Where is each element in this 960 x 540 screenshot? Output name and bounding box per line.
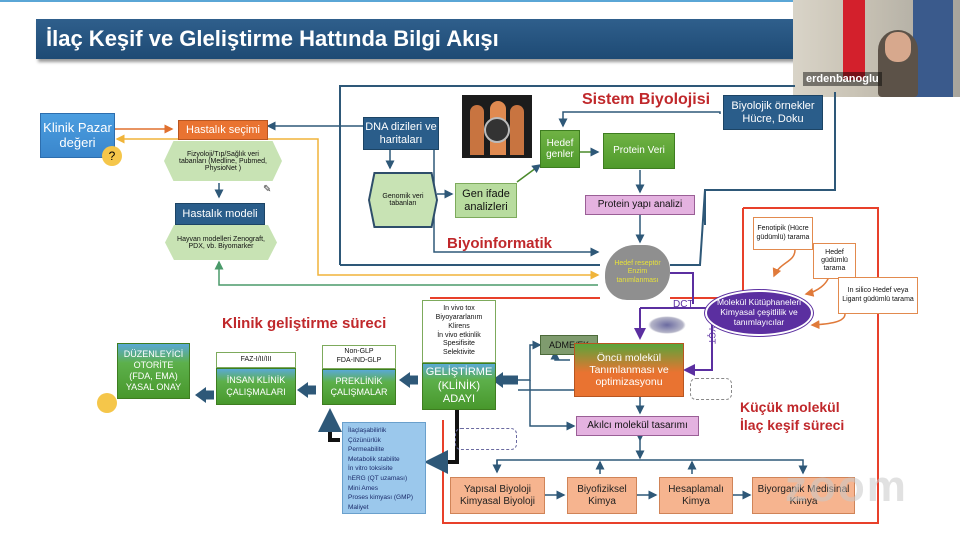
property-item: İlaçlaşabilirlik [348, 427, 387, 434]
system-biology-label: Sistem Biyolojisi [582, 91, 711, 108]
lead-molecule-node: Öncü molekül Tanımlanması ve optimizasyo… [574, 343, 684, 397]
property-item: Proses kimyası (GMP) [348, 494, 414, 502]
small-molecule-label-line2: İlaç keşif süreci [740, 417, 845, 433]
preclinical-studies-node: PREKLİNİK ÇALIŞMALAR [322, 369, 396, 405]
preclinical-criteria: Non-GLP FDA-IND-GLP [322, 345, 396, 369]
top-accent-bar [0, 0, 960, 2]
human-clinical-card: FAZ-I/II/III İNSAN KLİNİK ÇALIŞMALARI [216, 352, 296, 405]
phenotypic-screening-node: Fenotipik (Hücre güdümlü) tarama [753, 217, 813, 250]
property-item: hERG (QT uzaması) [348, 474, 408, 482]
turkish-flag-image [843, 0, 865, 80]
genomic-databases-node: Genomik veri tabanları [370, 174, 436, 226]
thinking-emoji-icon: ? [102, 146, 122, 166]
property-item: Mini Ames [348, 484, 378, 492]
participant-video[interactable]: erdenbanoglu [793, 0, 960, 97]
university-flag-image [913, 0, 953, 97]
rational-design-node: Akılcı molekül tasarımı [576, 416, 699, 436]
population-genomics-image [462, 95, 532, 158]
disease-selection-node: Hastalık seçimi [178, 120, 268, 140]
participant-name: erdenbanoglu [803, 72, 882, 86]
candidate-criteria: In vivo tox Biyoyararlanım Klirens İn vi… [422, 300, 496, 363]
property-item: Çözünürlük [348, 436, 381, 444]
zoom-watermark: zoom [785, 462, 908, 511]
regulatory-card: DÜZENLEYİCİ OTORİTE (FDA, EMA) YASAL ONA… [117, 343, 190, 399]
in-silico-screening-node: In silico Hedef veya Ligant güdümlü tara… [838, 277, 918, 314]
small-molecule-label-line1: Küçük molekül [740, 399, 840, 415]
property-item: Permeabilite [348, 446, 385, 454]
structural-biology-node: Yapısal Biyoloji Kimyasal Biyoloji [450, 477, 545, 514]
slide-title: İlaç Keşif ve Gleliştirme Hattında Bilgi… [36, 19, 796, 59]
speaker-face-image [885, 32, 911, 62]
clinical-development-label: Klinik geliştirme süreci [222, 315, 387, 332]
target-receptor-node: Hedef reseptör Enzim tanımlanması [605, 245, 670, 300]
pencil-icon[interactable]: ✎ [263, 184, 272, 195]
preclinical-card: Non-GLP FDA-IND-GLP PREKLİNİK ÇALIŞMALAR [322, 345, 396, 405]
animal-models-node: Hayvan modelleri Zenograft, PDX, vb. Biy… [165, 225, 277, 260]
biophysical-chemistry-node: Biyofiziksel Kimya [567, 477, 637, 514]
property-item: Metabolik stabilite [348, 455, 400, 463]
property-item: İn vitro toksisite [348, 465, 393, 473]
phase-label: FAZ-I/II/III [216, 352, 296, 368]
small-molecule-label: Küçük molekül İlaç keşif süreci [740, 398, 844, 434]
regulatory-approval-node: DÜZENLEYİCİ OTORİTE (FDA, EMA) YASAL ONA… [117, 343, 190, 399]
physiology-databases-node: Fizyoloji/Tıp/Sağlık veri tabanları (Med… [164, 141, 282, 181]
small-molecule-image [690, 378, 732, 400]
target-based-screening-node: Hedef güdümlü tarama [813, 243, 856, 279]
molecule-libraries-node: Molekül Kütüphaneleri Kimyasal çeşitlili… [705, 290, 813, 336]
biological-samples-node: Biyolojik örnekler Hücre, Doku [723, 95, 823, 130]
bioorganic-medicinal-chemistry-node: Biyorganik Medisinal Kimya [752, 477, 855, 514]
human-clinical-studies-node: İNSAN KLİNİK ÇALIŞMALARI [216, 368, 296, 405]
computational-chemistry-node: Hesaplamalı Kimya [659, 477, 733, 514]
disease-model-node: Hastalık modeli [175, 203, 265, 225]
dna-sequences-node: DNA dizileri ve haritaları [363, 117, 439, 150]
development-candidate-node: GELİŞTİRME (KLİNİK) ADAYI [422, 363, 496, 410]
molecule-structure-image [455, 428, 517, 450]
protein-data-node: Protein Veri [603, 133, 675, 169]
protein-structure-analysis-node: Protein yapı analizi [585, 195, 695, 215]
dct-label: DCT [673, 299, 694, 310]
properties-list: İlaçlaşabilirlik Çözünürlük Permeabilite… [342, 422, 426, 514]
yct-label: YÇT [707, 326, 717, 344]
bioinformatics-label: Biyoinformatik [447, 235, 553, 252]
target-genes-node: Hedef genler [540, 130, 580, 168]
protein-structure-image [648, 316, 686, 334]
gene-expression-node: Gen ifade analizleri [455, 183, 517, 218]
development-candidate-card: In vivo tox Biyoyararlanım Klirens İn vi… [422, 300, 496, 410]
celebration-emoji-icon [97, 393, 117, 413]
property-item: Maliyet [348, 503, 369, 511]
